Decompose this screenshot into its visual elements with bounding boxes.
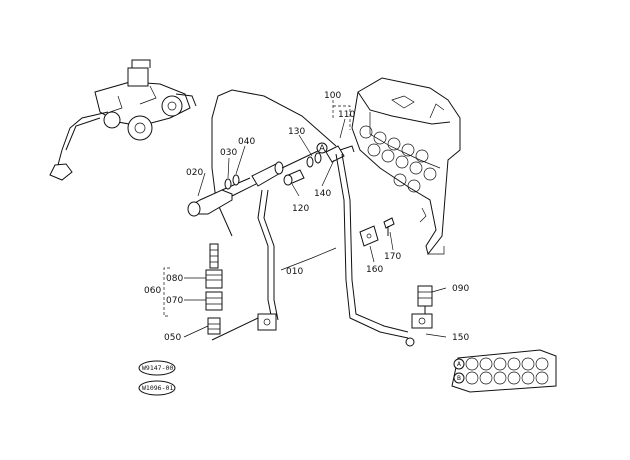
- valve-leader-bracket: [332, 100, 351, 130]
- part-030-oring: [224, 178, 232, 190]
- valve-block-assembly: [351, 77, 461, 256]
- part-040-oring: [232, 174, 240, 186]
- label-030: 030: [220, 148, 237, 158]
- bracket-060: [163, 267, 170, 317]
- label-080: 080: [166, 274, 183, 284]
- label-040: 040: [238, 137, 255, 147]
- spool-cross-section: A B: [451, 349, 557, 393]
- part-050-fitting: [207, 317, 221, 335]
- cross-section-marker-a: A: [457, 360, 461, 368]
- valve-spool-bank: [359, 125, 437, 193]
- cross-section-marker-b: B: [457, 374, 461, 382]
- part-090-fitting: [411, 285, 433, 329]
- rod-sleeve: [251, 149, 321, 187]
- label-160: 160: [366, 265, 383, 275]
- serial-oval-2: W1096-01: [138, 380, 176, 396]
- part-170-bolt: [383, 217, 395, 236]
- part-160-bracket: [359, 225, 379, 247]
- label-150: 150: [452, 333, 469, 343]
- leader-lines: [183, 118, 447, 338]
- part-080-fitting: [205, 243, 223, 289]
- part-120-plug: [283, 169, 305, 186]
- part-020-cylinder: [187, 177, 257, 217]
- label-170: 170: [384, 252, 401, 262]
- pipe-010: [211, 189, 279, 341]
- label-020: 020: [186, 168, 203, 178]
- part-130-ring: [306, 152, 322, 168]
- label-050: 050: [164, 333, 181, 343]
- label-110: 110: [338, 110, 355, 120]
- marker-a-text: A: [319, 144, 326, 154]
- hydraulic-line-upper: [211, 89, 337, 168]
- hydraulic-line-lower: [335, 153, 415, 347]
- backhoe-tractor-illustration: [49, 59, 197, 181]
- part-140-fitting: [325, 145, 355, 163]
- label-060: 060: [144, 286, 161, 296]
- serial-text-1: W9147-00: [142, 364, 173, 372]
- label-120: 120: [292, 204, 309, 214]
- label-010: 010: [286, 267, 303, 277]
- label-090: 090: [452, 284, 469, 294]
- label-070: 070: [166, 296, 183, 306]
- label-140: 140: [314, 189, 331, 199]
- serial-oval-1: W9147-00: [138, 360, 176, 376]
- part-070-fitting: [205, 291, 223, 311]
- label-130: 130: [288, 127, 305, 137]
- marker-a: A: [316, 142, 328, 154]
- label-100: 100: [324, 91, 341, 101]
- serial-text-2: W1096-01: [142, 384, 173, 392]
